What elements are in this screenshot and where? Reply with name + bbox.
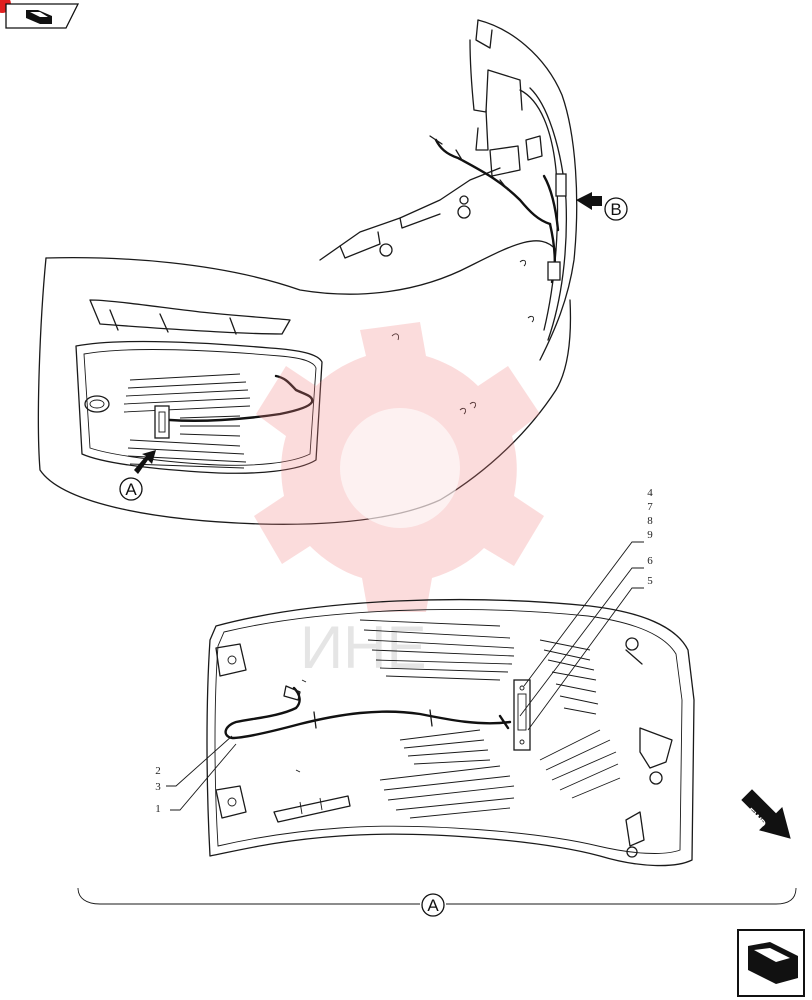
- next-page-button[interactable]: [737, 929, 805, 997]
- fwd-arrow: FWD: [741, 789, 791, 839]
- callout-6: 6: [647, 555, 653, 567]
- callout-group-upper: 4 7 8 9 6 5: [519, 487, 653, 731]
- callout-9: 9: [647, 529, 653, 541]
- overall-view: [37, 19, 578, 525]
- prev-page-icon: [26, 10, 52, 24]
- view-a-bracket: A: [77, 887, 797, 917]
- view-b-label: B: [610, 200, 621, 219]
- callout-5: 5: [647, 575, 653, 587]
- callout-7: 7: [647, 501, 653, 513]
- callout-4: 4: [647, 487, 653, 499]
- callout-8: 8: [647, 515, 653, 527]
- watermark-text: ИНЕ: [300, 614, 426, 681]
- callout-group-lower: 2 3 1: [155, 735, 237, 815]
- view-b-pointer: B: [576, 192, 628, 221]
- callout-2: 2: [155, 765, 161, 777]
- watermark-logo: [254, 322, 544, 612]
- view-a-pointer: A: [119, 450, 156, 501]
- next-page-icon: [748, 942, 798, 984]
- callout-1: 1: [155, 803, 161, 815]
- view-a-bracket-label: A: [427, 896, 439, 915]
- view-a-label: A: [125, 480, 137, 499]
- prev-page-button[interactable]: [0, 0, 80, 29]
- callout-3: 3: [155, 781, 161, 793]
- detail-view-a: [206, 598, 695, 867]
